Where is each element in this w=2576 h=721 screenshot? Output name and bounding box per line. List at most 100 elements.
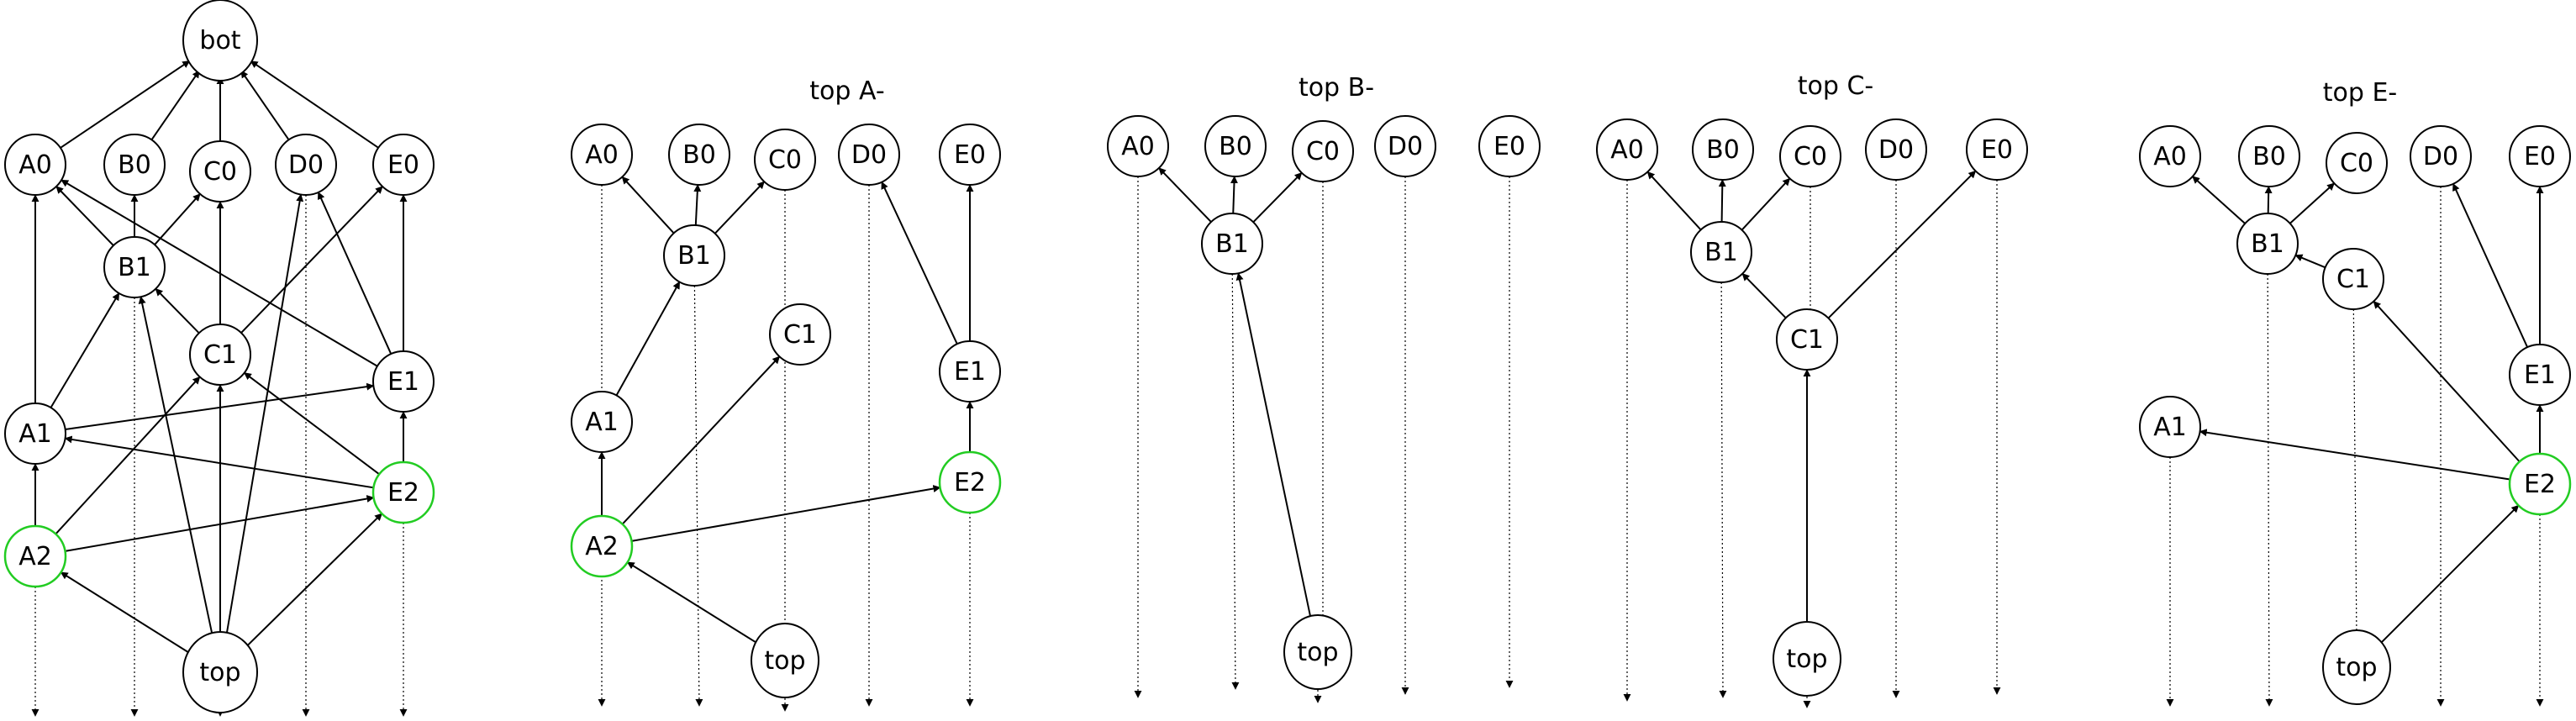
topA-node-E0-label: E0 (954, 140, 986, 170)
topE-edge-E2-A1 (2199, 429, 2510, 481)
topC-title: top C- (1798, 71, 1873, 101)
topC-edge-B1-B0 (1718, 179, 1726, 223)
full-edge-E1-A0 (61, 179, 378, 367)
full-edge-A1-B1 (50, 292, 120, 408)
topC-node-top-label: top (1786, 645, 1827, 674)
topA-edge-top-A2 (626, 561, 757, 644)
topA-edge-B1-A0 (621, 176, 675, 234)
topB-node-B0-shape (1204, 115, 1267, 177)
topE-node-top-label: top (2336, 653, 2377, 682)
topE-node-D0: D0 (2410, 125, 2472, 187)
topA-node-A1: A1 (571, 391, 633, 453)
topB-node-A0-shape (1107, 115, 1169, 177)
full-node-C0-label: C0 (203, 157, 237, 187)
topB-node-C0-shape (1292, 120, 1354, 182)
topE-node-A1: A1 (2139, 396, 2201, 458)
full-node-B0-label: B0 (118, 150, 151, 180)
topC-node-C0-label: C0 (1794, 142, 1827, 171)
topB-node-top-shape (1283, 614, 1352, 690)
full-node-E2-label: E2 (387, 478, 419, 508)
topA-node-E2: E2 (938, 450, 1002, 514)
topE-node-C0-label: C0 (2340, 149, 2373, 178)
full-node-E2-shape (371, 460, 435, 524)
full-edge-E1-D0 (317, 192, 392, 355)
topE-node-C1-shape (2322, 248, 2384, 310)
topE-node-A0-label: A0 (2153, 142, 2187, 171)
topB-node-D0-shape (1374, 115, 1436, 177)
topE-node-C0-shape (2326, 132, 2388, 194)
topC-edge-C1-B1 (1741, 273, 1787, 318)
full-node-C1: C1 (189, 324, 251, 386)
topA-node-E0-shape (939, 124, 1001, 186)
topB-edge-B1-C0 (1252, 171, 1303, 224)
topC-node-B0-label: B0 (1706, 135, 1740, 165)
full-edge-A0-bot (60, 60, 191, 149)
topA-node-C1-shape (769, 303, 831, 366)
full-edge-top-B1 (138, 296, 213, 637)
full-node-C1-label: C1 (203, 340, 237, 370)
topA-node-E1: E1 (939, 340, 1001, 403)
full-node-top-label: top (199, 658, 240, 687)
topA-node-D0: D0 (838, 124, 900, 186)
topE-node-B0-label: B0 (2252, 142, 2286, 171)
topE-node-E1-shape (2509, 344, 2571, 406)
topC-node-C0: C0 (1779, 125, 1841, 187)
topE-node-B0: B0 (2238, 125, 2300, 187)
full-node-top-shape (182, 631, 258, 713)
full-node-B1: B1 (103, 236, 166, 298)
full-node-B1-label: B1 (118, 253, 151, 282)
topC-edge-B1-A0 (1646, 171, 1702, 231)
topA-node-B1-shape (663, 224, 725, 287)
topE-node-D0-label: D0 (2423, 142, 2458, 171)
topA-edge-B1-C0 (714, 181, 765, 234)
topC-edge-B1-down (1719, 282, 1727, 698)
full-node-C0-shape (189, 140, 251, 203)
full-edge-D0-bot (240, 70, 290, 140)
topA-node-E2-label: E2 (954, 468, 986, 497)
full-node-A0-shape (4, 134, 66, 196)
topC-node-A0: A0 (1596, 118, 1658, 181)
topA-node-C0-label: C0 (768, 145, 802, 175)
topA-title: top A- (809, 76, 884, 106)
full-node-C1-shape (189, 324, 251, 386)
full-edge-top-D0 (225, 193, 304, 636)
topE-edge-B1-A0 (2192, 176, 2246, 224)
topE-node-B1: B1 (2236, 213, 2299, 275)
topA-node-A2-shape (570, 514, 634, 578)
topA-edge-A2-E2 (631, 485, 941, 542)
topC-node-E0-shape (1966, 118, 2028, 181)
topA-node-A2: A2 (570, 514, 634, 578)
topA-node-C1-label: C1 (783, 320, 817, 350)
topE-node-E1: E1 (2509, 344, 2571, 406)
topA-node-B0-shape (668, 124, 730, 186)
topA-node-A2-label: A2 (585, 532, 619, 561)
topA-node-B1-label: B1 (677, 241, 711, 271)
topB-node-E0: E0 (1478, 115, 1541, 177)
full-node-A1: A1 (4, 403, 66, 465)
full-edge-C1-B1 (155, 288, 200, 334)
full-node-A2-label: A2 (18, 542, 52, 571)
topE-node-D0-shape (2410, 125, 2472, 187)
topC-node-D0-shape (1865, 118, 1927, 181)
full-edge-E2-C1 (244, 371, 380, 476)
topE-node-C1-label: C1 (2336, 265, 2370, 294)
topE-edge-C1-B1 (2294, 254, 2326, 269)
full-node-bot: bot (182, 0, 258, 82)
topC-node-C1-label: C1 (1790, 325, 1824, 355)
topE-edge-E2-C1 (2373, 300, 2521, 463)
topC-node-D0: D0 (1865, 118, 1927, 181)
topE-node-top: top (2322, 629, 2391, 705)
topC-node-B1: B1 (1690, 221, 1752, 283)
topA-edge-E1-D0 (881, 181, 958, 345)
full-node-A2: A2 (3, 524, 67, 588)
full-edge-A2-C1 (55, 376, 201, 535)
full-node-D0-shape (275, 134, 337, 196)
title-layer: top A-top B-top C-top E- (809, 71, 2397, 108)
topB-edge-B1-B0 (1230, 176, 1238, 214)
topC-node-A0-shape (1596, 118, 1658, 181)
topC-node-C1: C1 (1776, 308, 1838, 371)
topA-node-B0-label: B0 (682, 140, 716, 170)
topB-edge-top-B1 (1235, 272, 1312, 620)
topE-edge-C1-down (2352, 308, 2361, 639)
